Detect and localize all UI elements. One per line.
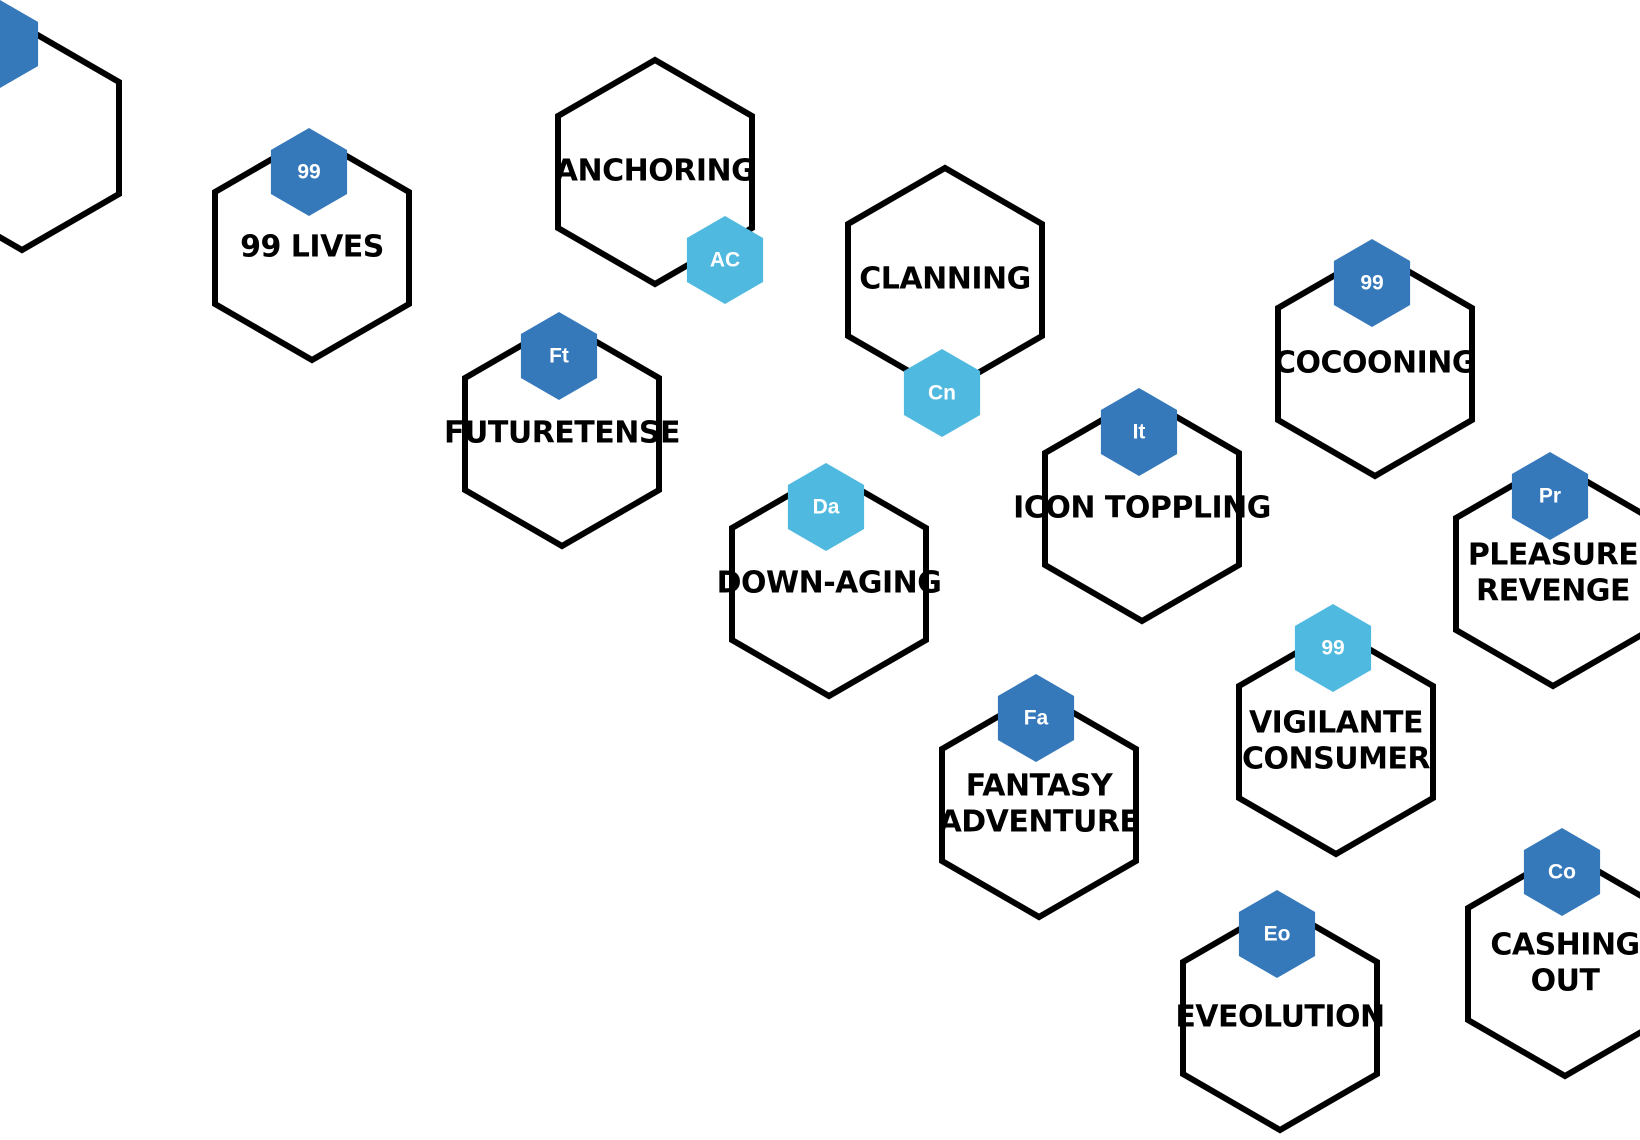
trend-badge-code: AC	[710, 249, 740, 272]
trend-badge	[270, 128, 348, 216]
trend-badge	[1100, 388, 1178, 476]
trend-node-cocooning: COCOONING 99	[1274, 239, 1477, 480]
trend-hexagon	[1042, 393, 1242, 625]
trend-badge	[1294, 604, 1372, 692]
trend-label: FUTURETENSE	[444, 416, 680, 451]
trend-badge	[686, 216, 764, 304]
trend-badge-code: Ft	[549, 345, 569, 368]
trend-badge	[1523, 828, 1601, 916]
trend-badge	[903, 349, 981, 437]
trend-badge-code: Fa	[1024, 707, 1049, 730]
trend-badge	[1511, 452, 1589, 540]
trend-label: ANCHORING	[555, 154, 755, 189]
trend-node-futuretense: FUTURETENSE Ft	[444, 312, 680, 550]
trend-badge-code: Cn	[928, 382, 956, 405]
trend-badge-code: 99	[297, 161, 320, 184]
trend-badge	[787, 463, 865, 551]
trend-hexagon	[1180, 902, 1380, 1134]
trend-label: ICON TOPPLING	[1013, 491, 1271, 526]
trend-badge-code: It	[1133, 421, 1146, 444]
trend-hexagon	[729, 468, 929, 700]
trend-hexagon	[462, 318, 662, 550]
trend-badge-code: Eo	[1264, 923, 1291, 946]
trend-label: 99 LIVES	[240, 230, 384, 265]
trend-hexagon	[1453, 458, 1640, 690]
trend-badge-code: Pr	[1539, 485, 1561, 508]
trend-label: CASHING	[1490, 928, 1639, 963]
trend-label: ADVENTURE	[939, 805, 1140, 840]
trend-node-icon-toppling: ICON TOPPLING It	[1013, 388, 1271, 625]
trend-label: VIGILANTE	[1249, 706, 1423, 741]
trend-badge	[0, 0, 39, 88]
trend-badge	[997, 674, 1075, 762]
trend-node-down-aging: DOWN-AGING Da	[717, 463, 942, 700]
trend-hexagon	[1275, 248, 1475, 480]
trend-label: CLANNING	[859, 262, 1030, 297]
trend-badge	[1238, 890, 1316, 978]
trend-node-anchoring: ANCHORING AC	[555, 56, 764, 304]
trend-label: OUT	[1531, 964, 1601, 999]
trend-hexagon	[212, 132, 412, 364]
trend-badge	[520, 312, 598, 400]
trend-node-clanning: CLANNING Cn	[845, 164, 1045, 437]
trend-badge-code: Co	[1548, 861, 1576, 884]
trend-hexagon	[939, 689, 1139, 921]
trend-label: PLEASURE	[1468, 538, 1638, 573]
trend-hexagon	[555, 56, 755, 288]
trend-badge-code: 99	[1360, 272, 1383, 295]
trend-hexagon	[1465, 848, 1640, 1080]
trend-badge-code: 99	[1321, 637, 1344, 660]
trend-label: COCOONING	[1274, 346, 1476, 381]
trend-node-99-lives: 99 LIVES 99	[212, 128, 412, 364]
trend-label: CONSUMER	[1242, 742, 1430, 777]
trend-label: EVEOLUTION	[1175, 1000, 1384, 1035]
trend-hexagon	[0, 22, 122, 254]
trend-label: FANTASY	[966, 769, 1114, 804]
trend-hexagon	[1236, 626, 1436, 858]
trend-badge	[1333, 239, 1411, 327]
trend-label: DOWN-AGING	[717, 566, 942, 601]
trend-node-eveolution: EVEOLUTION Eo	[1175, 890, 1385, 1134]
trend-label: REVENGE	[1476, 574, 1630, 609]
trend-node-partial-left	[0, 0, 122, 254]
trend-badge-code: Da	[813, 496, 840, 519]
